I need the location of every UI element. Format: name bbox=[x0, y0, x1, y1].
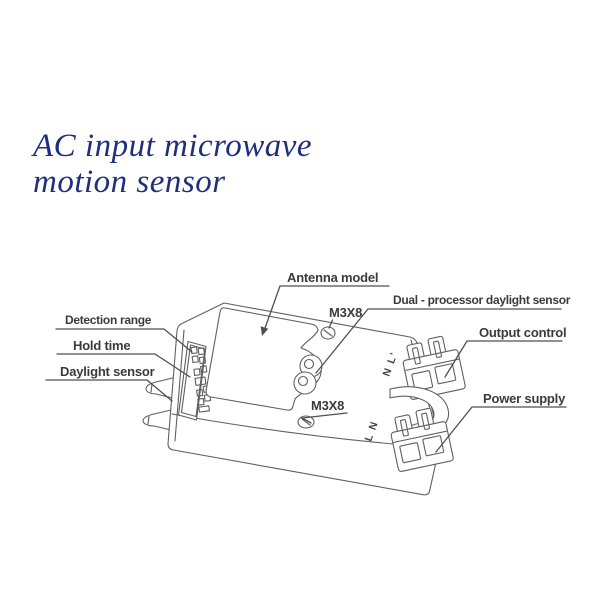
terminal-block-output bbox=[402, 335, 466, 400]
arrowhead-antenna-model bbox=[260, 326, 269, 336]
leader-output-control bbox=[444, 340, 563, 378]
leader-detection-range bbox=[55, 328, 193, 353]
label-m3x8-bottom: M3X8 bbox=[311, 398, 345, 413]
leader-m3x8-top bbox=[328, 319, 334, 329]
daylight-sensor-lens-lower bbox=[293, 371, 317, 395]
terminal-block-power bbox=[390, 407, 454, 472]
label-hold-time: Hold time bbox=[73, 338, 131, 353]
product-title-line1: AC input microwave bbox=[33, 128, 313, 164]
leader-antenna-model bbox=[263, 285, 390, 332]
label-detection-range: Detection range bbox=[65, 313, 152, 327]
label-daylight-sensor: Daylight sensor bbox=[60, 364, 155, 379]
leader-daylight-sensor bbox=[45, 379, 173, 402]
label-antenna-model: Antenna model bbox=[287, 270, 379, 285]
leader-m3x8-bottom bbox=[299, 412, 348, 424]
leader-lines bbox=[45, 285, 567, 453]
screw-hole-top bbox=[320, 326, 336, 340]
screw-hole-bottom bbox=[297, 415, 315, 429]
label-power-supply: Power supply bbox=[483, 391, 566, 406]
left-wall-edge bbox=[174, 329, 185, 442]
antenna-plate bbox=[205, 307, 322, 411]
product-title-line2: motion sensor bbox=[33, 164, 226, 200]
leader-power-supply bbox=[435, 406, 567, 453]
label-dual-processor-daylight-sensor: Dual - processor daylight sensor bbox=[393, 293, 571, 307]
label-m3x8-top: M3X8 bbox=[329, 305, 363, 320]
product-title: AC input microwave motion sensor bbox=[33, 128, 312, 200]
label-output-control: Output control bbox=[479, 325, 567, 340]
leader-dual-processor bbox=[315, 308, 562, 374]
leader-hold-time bbox=[56, 353, 191, 378]
